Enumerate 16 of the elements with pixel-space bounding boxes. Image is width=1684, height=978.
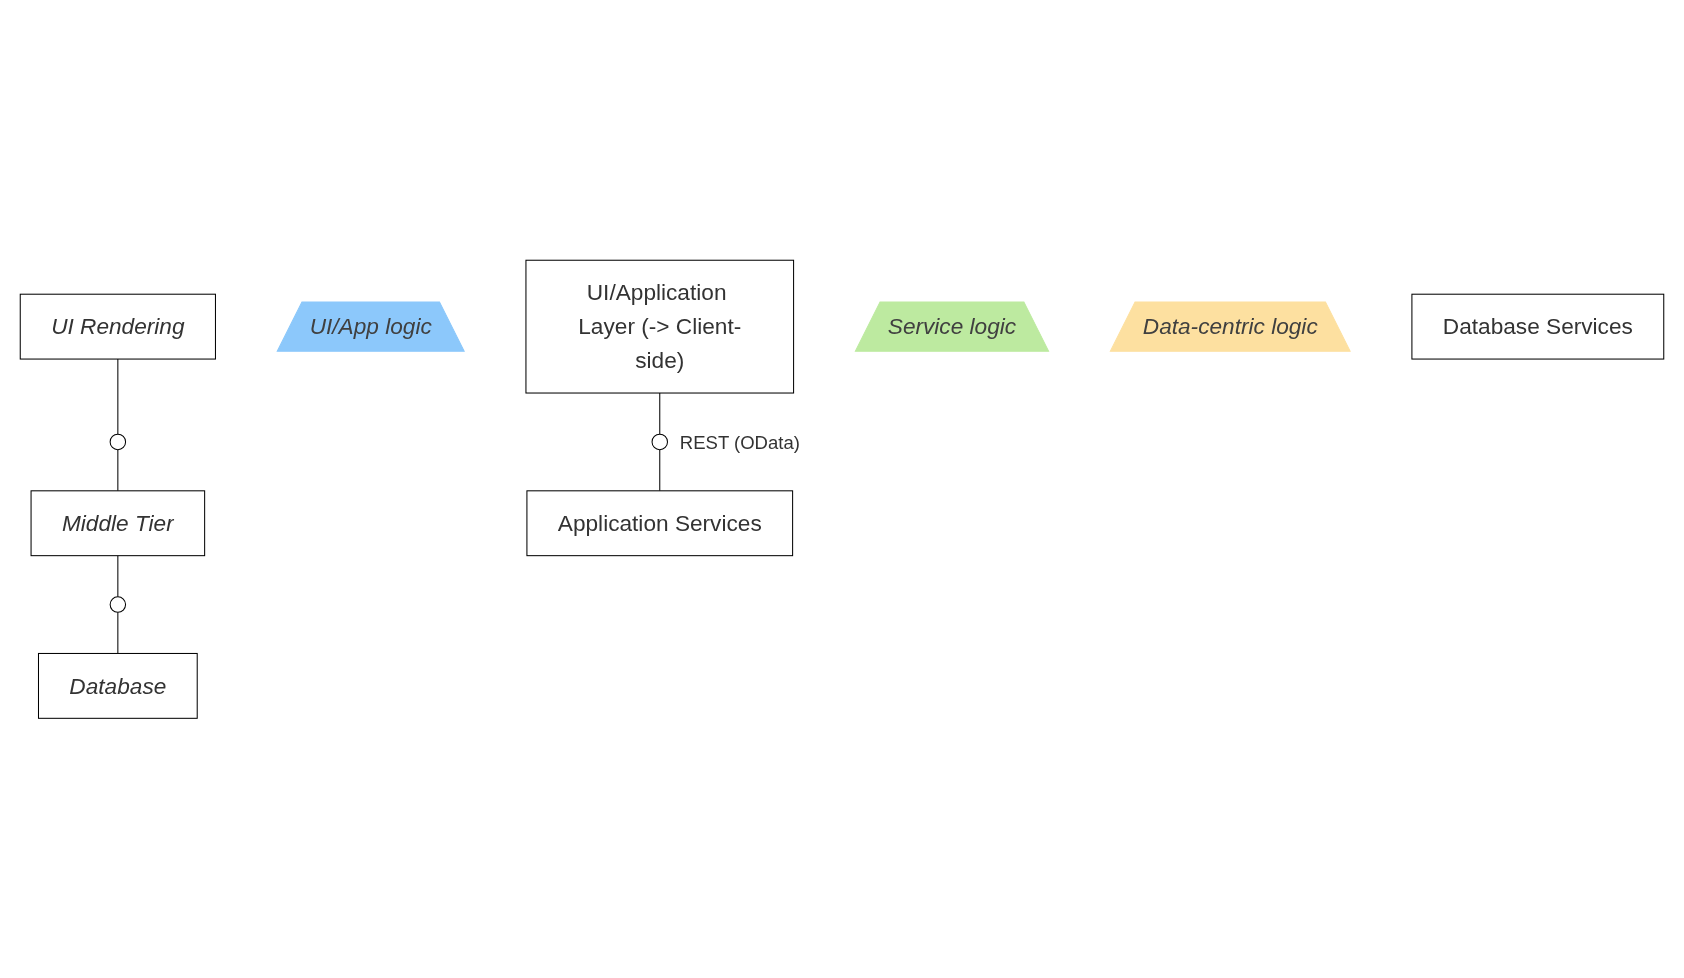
node-box: Middle Tier	[30, 490, 206, 556]
connector	[659, 448, 661, 492]
connector	[117, 358, 119, 435]
connector	[117, 554, 119, 598]
node-box: Database	[37, 652, 198, 719]
connector	[659, 392, 661, 435]
node-circle	[651, 433, 668, 450]
node-box: Database Services	[1411, 293, 1665, 360]
interface-label: REST (OData)	[679, 431, 800, 453]
node-box: Application Services	[526, 490, 794, 556]
node-circle	[109, 433, 127, 450]
node-circle	[109, 596, 127, 613]
node-box: UI/Application Layer (-> Client-side)	[525, 259, 795, 394]
connector	[117, 448, 119, 492]
node-box: UI Rendering	[19, 293, 216, 360]
connector	[117, 611, 119, 654]
